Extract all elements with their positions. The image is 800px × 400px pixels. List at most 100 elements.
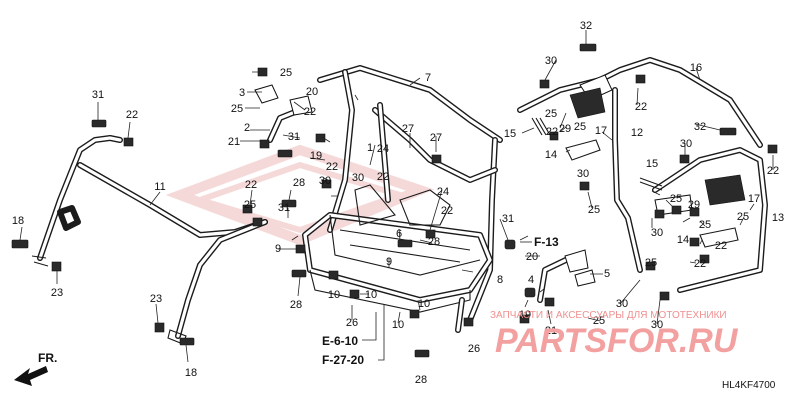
callout-28: 28: [415, 374, 427, 386]
callout-11: 11: [154, 181, 165, 193]
callout-19: 19: [519, 309, 531, 321]
callout-22: 22: [715, 240, 727, 252]
small-brackets-mid: [537, 249, 596, 303]
callout-17: 17: [595, 125, 607, 137]
reference-codes: F-13 E-6-10 F-27-20: [322, 235, 559, 367]
callout-20: 20: [306, 86, 318, 98]
leader-lines: [19, 30, 774, 363]
callout-5: 5: [604, 268, 610, 280]
callout-7: 7: [425, 72, 431, 84]
rear-side-tube: [652, 147, 768, 293]
callout-13: 13: [772, 212, 784, 224]
callout-10: 10: [392, 319, 404, 331]
callout-12: 12: [631, 127, 643, 139]
callout-21: 21: [545, 325, 557, 337]
callout-24: 24: [437, 186, 449, 198]
callout-14: 14: [677, 234, 689, 246]
callout-23: 23: [150, 293, 162, 305]
callout-30: 30: [319, 175, 331, 187]
callout-15: 15: [646, 158, 658, 170]
callout-25: 25: [645, 257, 657, 269]
reference-f-13: F-13: [534, 235, 559, 249]
callout-22: 22: [635, 101, 647, 113]
reference-f-27-20: F-27-20: [322, 353, 364, 367]
callout-19: 19: [310, 150, 322, 162]
callout-15: 15: [504, 128, 516, 140]
callout-28: 28: [293, 177, 305, 189]
callout-3: 3: [239, 87, 245, 99]
callout-25: 25: [588, 204, 600, 216]
callout-10: 10: [328, 289, 340, 301]
front-label: FR.: [38, 351, 57, 365]
callout-1: 1: [367, 142, 373, 154]
main-roll-cage: [302, 65, 503, 333]
callout-32: 32: [694, 121, 706, 133]
roof-side-bar: [517, 57, 763, 148]
watermark-line: ЗАПЧАСТИ И АКСЕССУАРЫ ДЛЯ МОТОТЕХНИКИ: [490, 310, 727, 321]
callout-22: 22: [126, 109, 138, 121]
callout-20: 20: [526, 251, 538, 263]
callout-22: 22: [767, 165, 779, 177]
callout-22: 22: [694, 258, 706, 270]
callout-9: 9: [275, 243, 281, 255]
callout-25: 25: [545, 108, 557, 120]
callout-30: 30: [651, 319, 663, 331]
callout-25: 25: [244, 199, 256, 211]
callout-22: 22: [441, 205, 453, 217]
callout-31: 31: [92, 89, 104, 101]
callout-25: 25: [280, 67, 292, 79]
callout-25: 25: [699, 219, 711, 231]
callout-25: 25: [737, 211, 749, 223]
callout-22: 22: [326, 161, 338, 173]
callout-16: 16: [690, 62, 702, 74]
callout-22: 22: [377, 171, 389, 183]
callout-10: 10: [365, 289, 377, 301]
callout-22: 22: [304, 106, 316, 118]
callout-30: 30: [577, 168, 589, 180]
front-direction-arrow: FR.: [14, 351, 57, 386]
callout-26: 26: [468, 343, 480, 355]
callout-22: 22: [546, 126, 558, 138]
callout-17: 17: [748, 193, 760, 205]
callout-8: 8: [497, 274, 503, 286]
callout-24: 24: [377, 143, 389, 155]
diagram-code: HL4KF4700: [722, 380, 776, 391]
callout-31: 31: [278, 202, 290, 214]
callout-9: 9: [386, 256, 392, 268]
callout-25: 25: [231, 103, 243, 115]
callout-18: 18: [185, 367, 197, 379]
callout-26: 26: [346, 317, 358, 329]
fasteners: [11, 43, 778, 358]
callout-25: 25: [593, 315, 605, 327]
callout-6: 6: [396, 228, 402, 240]
callout-14: 14: [545, 149, 557, 161]
callout-27: 27: [402, 123, 414, 135]
callout-31: 31: [502, 213, 514, 225]
watermark-text: ЗАПЧАСТИ И АКСЕССУАРЫ ДЛЯ МОТОТЕХНИКИ PA…: [490, 310, 739, 360]
callout-labels: 31 22 11 18 23 23 18 25 3 25 2 21 20 22 …: [12, 20, 784, 386]
callout-23: 23: [51, 287, 63, 299]
callout-25: 25: [670, 193, 682, 205]
callout-18: 18: [12, 215, 24, 227]
callout-30: 30: [680, 138, 692, 150]
callout-2: 2: [244, 122, 250, 134]
small-brackets-left: [254, 84, 313, 143]
callout-22: 22: [245, 179, 257, 191]
callout-30: 30: [616, 298, 628, 310]
watermark-brand: PARTSFOR.RU: [495, 322, 739, 360]
reference-e-6-10: E-6-10: [322, 334, 358, 348]
callout-10: 10: [418, 298, 430, 310]
callout-29: 29: [688, 199, 700, 211]
callout-27: 27: [430, 132, 442, 144]
callout-31: 31: [288, 131, 300, 143]
callout-29: 29: [559, 123, 571, 135]
callout-30: 30: [545, 55, 557, 67]
rear-vertical-tube: [565, 87, 643, 273]
callout-32: 32: [580, 20, 592, 32]
callout-28: 28: [290, 299, 302, 311]
callout-25: 25: [574, 121, 586, 133]
front-cross-bar: [31, 135, 268, 345]
callout-30: 30: [352, 172, 364, 184]
callout-21: 21: [228, 136, 240, 148]
